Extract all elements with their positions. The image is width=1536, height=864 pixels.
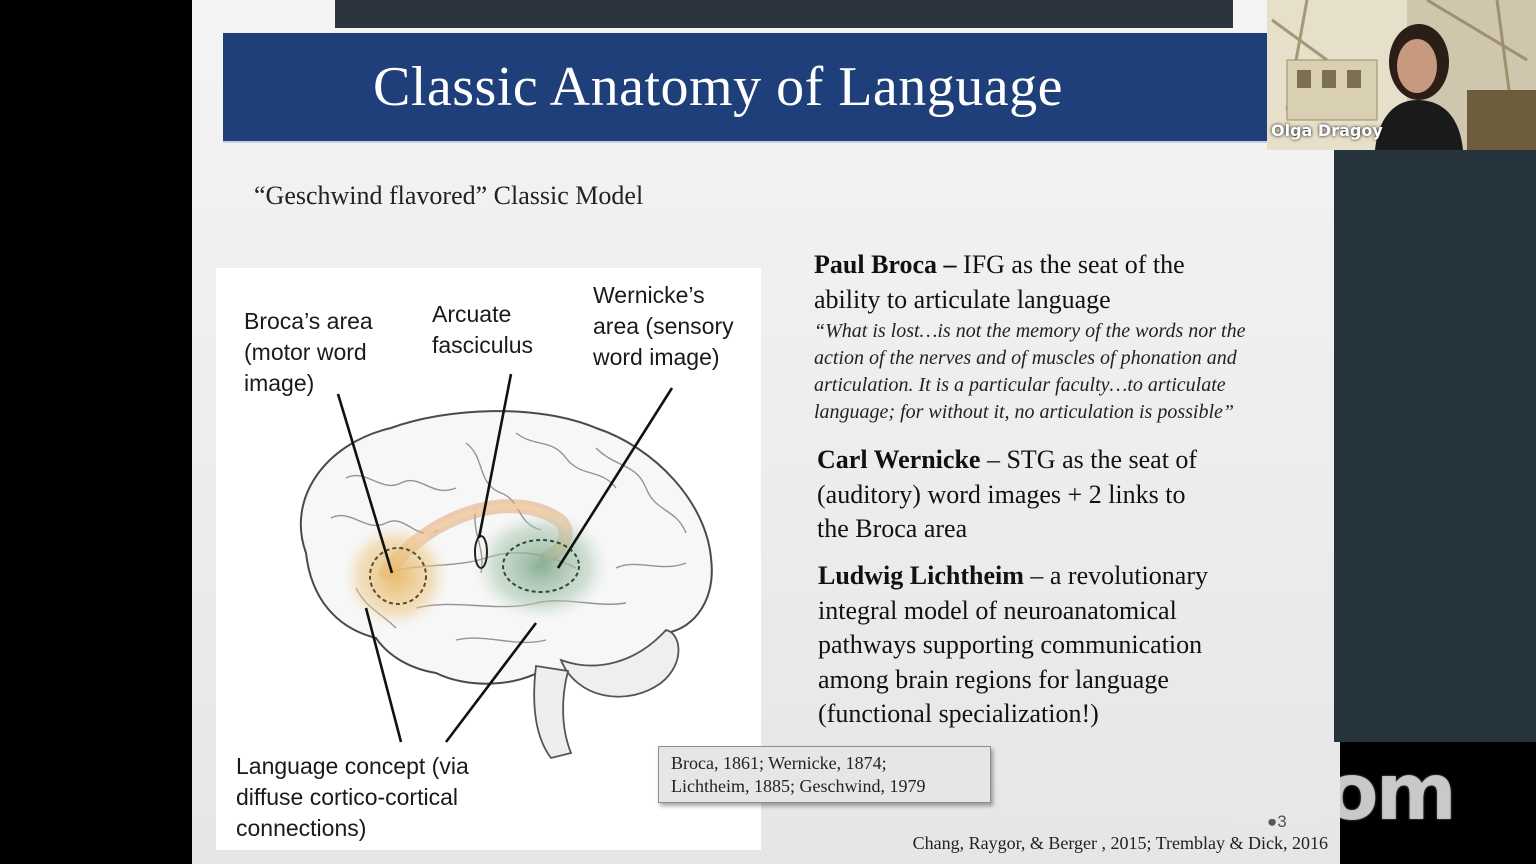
cerebellum <box>559 629 680 698</box>
quote-line-1: “What is lost…is not the memory of the w… <box>814 320 1246 342</box>
wernicke-line-2: (auditory) word images + 2 links to <box>817 479 1186 509</box>
pointer-lines <box>336 373 674 743</box>
page-number-value: 3 <box>1277 812 1287 831</box>
shared-slide: Classic Anatomy of Language “Geschwind f… <box>192 0 1340 864</box>
quote-line-3: articulation. It is a particular faculty… <box>814 374 1226 396</box>
quote-line-4: language; for without it, no articulatio… <box>814 401 1235 423</box>
wernicke-area-label: Wernicke’s area (sensory word image) <box>593 282 734 370</box>
wernicke-text-block: Carl Wernicke – STG as the seat of (audi… <box>817 443 1197 547</box>
lichtheim-line-5: (functional specialization!) <box>818 699 1099 728</box>
speaker-video-thumbnail[interactable]: Olga Dragoy <box>1267 0 1536 150</box>
language-concept-label: Language concept (via diffuse cortico-co… <box>236 753 469 841</box>
references-box: Broca, 1861; Wernicke, 1874; Lichtheim, … <box>658 746 991 803</box>
wernicke-name: Carl Wernicke <box>817 445 981 474</box>
page-dot-icon: ● <box>1267 812 1278 831</box>
slide-top-strip <box>335 0 1233 28</box>
speaker-video-frame <box>1267 0 1536 150</box>
broca-quote: “What is lost…is not the memory of the w… <box>814 318 1314 426</box>
broca-text-block: Paul Broca – IFG as the seat of the abil… <box>814 248 1185 317</box>
lichtheim-line-4: among brain regions for language <box>818 664 1169 694</box>
slide-title: Classic Anatomy of Language <box>372 56 1063 118</box>
slide-citation: Chang, Raygor, & Berger , 2015; Tremblay… <box>912 833 1328 853</box>
lichtheim-text-block: Ludwig Lichtheim – a revolutionary integ… <box>818 559 1208 732</box>
broca-area-region <box>344 524 448 628</box>
lichtheim-line-2: integral model of neuroanatomical <box>818 595 1177 625</box>
slide-title-band: Classic Anatomy of Language <box>223 33 1273 143</box>
lichtheim-separator: – <box>1023 561 1050 590</box>
wernicke-line-3: the Broca area <box>817 514 968 543</box>
quote-line-2: action of the nerves and of muscles of p… <box>814 347 1237 369</box>
participant-name-tag: Olga Dragoy <box>1271 121 1383 140</box>
arcuate-fasciculus-label: Arcuate fasciculus <box>432 301 533 358</box>
broca-separator: – <box>937 250 964 279</box>
lichtheim-name: Ludwig Lichtheim <box>818 561 1024 590</box>
broca-line-2: ability to articulate language <box>814 284 1111 314</box>
broca-area-label: Broca’s area (motor word image) <box>244 308 373 396</box>
broca-line-1: IFG as the seat of the <box>963 250 1185 279</box>
wernicke-line-1: STG as the seat of <box>1006 445 1198 474</box>
zoom-logo: zoom <box>1232 748 1457 838</box>
lichtheim-line-3: pathways supporting communication <box>818 630 1203 659</box>
viewer-background-panel <box>1334 150 1536 742</box>
brainstem <box>533 664 573 760</box>
broca-name: Paul Broca <box>814 250 938 279</box>
slide-subtitle: “Geschwind flavored” Classic Model <box>254 181 644 210</box>
viewer-corner <box>1340 742 1536 864</box>
brain-illustration <box>300 373 713 760</box>
references-line-1: Broca, 1861; Wernicke, 1874; <box>671 753 887 773</box>
references-line-2: Lichtheim, 1885; Geschwind, 1979 <box>671 776 926 796</box>
slide-page-number: ●3 <box>1267 812 1287 832</box>
arcuate-marker <box>474 535 488 569</box>
lichtheim-line-1: a revolutionary <box>1049 561 1208 590</box>
brain-figure: Broca’s area (motor word image) Arcuate … <box>216 268 761 850</box>
wernicke-separator: – <box>980 445 1007 474</box>
wernicke-area-region <box>473 511 609 621</box>
